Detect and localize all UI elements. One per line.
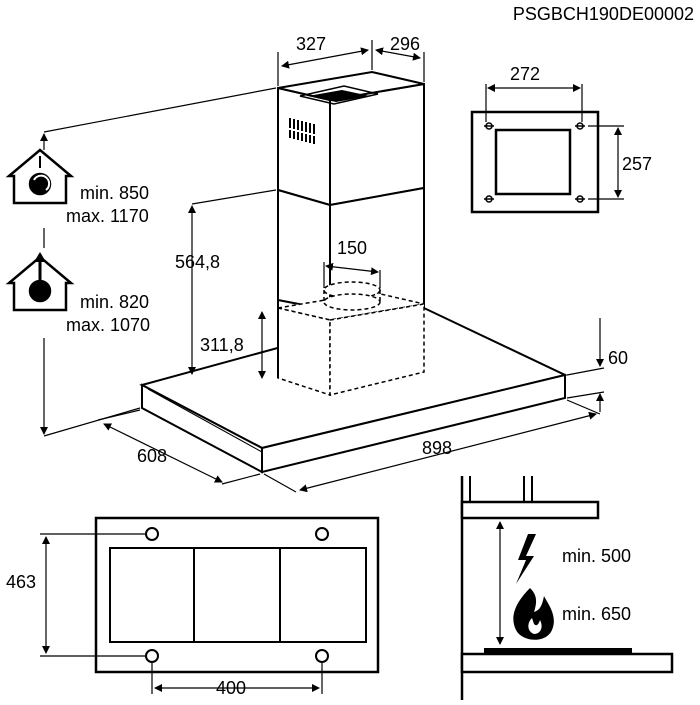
electric-clearance-label: min. 500: [562, 546, 631, 566]
clearance-diagram: [460, 476, 674, 700]
extraction-min: min. 820: [80, 292, 149, 312]
lightning-icon: [516, 534, 536, 584]
gas-clearance-label: min. 650: [562, 604, 631, 624]
chimney-depth-label: 296: [390, 34, 420, 54]
hood-bottom-view: [94, 516, 380, 674]
extraction-house-icon: [5, 252, 75, 312]
mounting-hole: [315, 527, 329, 541]
width-dim: [263, 399, 601, 493]
bottom-depth-label: 463: [6, 572, 36, 592]
bracket-slot: [484, 122, 585, 203]
thickness-label: 60: [608, 348, 628, 368]
bracket-width-label: 272: [510, 64, 540, 84]
vent-slots: [289, 118, 315, 144]
mounting-hole: [145, 649, 159, 663]
overall-height-dims: [40, 87, 277, 437]
extraction-max: max. 1070: [66, 315, 150, 335]
chimney-width-label: 327: [296, 34, 326, 54]
chimney-lower-front: [277, 188, 331, 312]
mounting-bracket: [470, 110, 600, 214]
box-height-label: 311,8: [200, 335, 244, 355]
thickness-dim: [566, 318, 605, 412]
motor-box: [277, 291, 425, 397]
bracket-height-label: 257: [622, 154, 652, 174]
outlet-cylinder: [323, 281, 381, 311]
bracket-dims: [485, 84, 624, 200]
chimney-upper-front: [277, 86, 331, 207]
mounting-hole: [145, 527, 159, 541]
chimney-height-label: 564,8: [175, 252, 220, 272]
mounting-hole: [315, 649, 329, 663]
chimney-height-dim: [188, 189, 277, 375]
flame-icon: [513, 588, 554, 640]
recirculation-house-icon: [5, 148, 75, 205]
depth-label: 608: [137, 446, 167, 466]
chimney-top-opening: [308, 90, 370, 102]
chimney-dims: [277, 40, 425, 86]
hole-spacing-label: 400: [216, 678, 246, 698]
depth-dim: [97, 409, 261, 485]
outlet-diameter-label: 150: [337, 238, 367, 258]
outlet-dim: [323, 262, 381, 288]
bottom-view-dims: [40, 533, 323, 694]
document-code: PSGBCH190DE00002: [513, 4, 694, 24]
width-label: 898: [422, 438, 452, 458]
recirculation-min: min. 850: [80, 183, 149, 203]
recirculation-max: max. 1170: [66, 206, 149, 226]
